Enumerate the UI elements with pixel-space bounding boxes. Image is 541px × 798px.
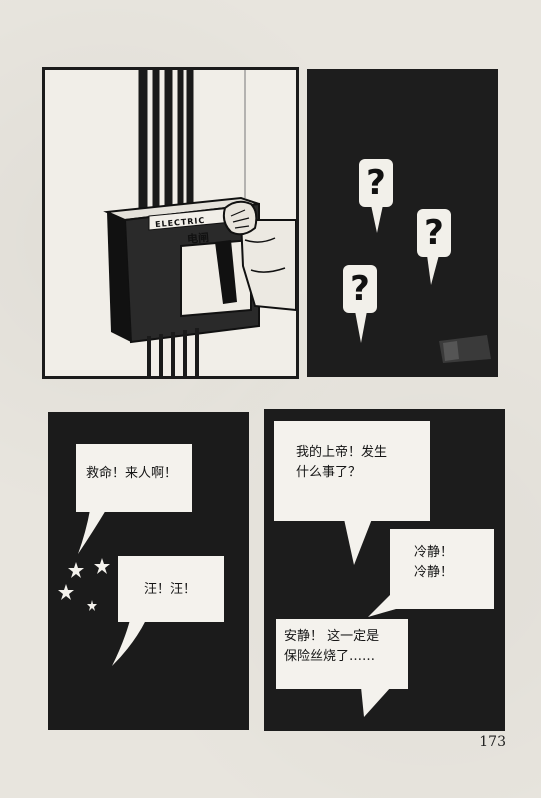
electric-box-illustration [103,70,296,376]
speech-bubble-fuse-line2: 保险丝烧了…… [284,649,376,664]
speech-bubble-bark: 汪！汪！ [118,556,224,622]
speech-bubble-god-tail [344,519,372,565]
speech-bubble-calm: 冷静！ 冷静！ [390,529,494,609]
dark-box-silhouette [439,335,491,363]
speech-bubble-fuse: 安静！ 这一定是 保险丝烧了…… [276,619,408,689]
speech-bubble-fuse-tail [360,677,400,717]
speech-bubble-god: 我的上帝！发生 什么事了？ [274,421,430,521]
question-bubble-2: ? [417,209,451,257]
page-number: 173 [479,734,506,750]
speech-bubble-help-tail [78,510,106,554]
speech-bubble-fuse-line1: 安静！ 这一定是 [284,629,380,644]
question-bubble-1: ? [359,159,393,207]
stars-decoration [58,558,110,611]
speech-bubble-help: 救命！来人啊！ [76,444,192,512]
panel-cries: 救命！来人啊！ 汪！汪！ [48,412,249,730]
panel-dialogue: 我的上帝！发生 什么事了？ 冷静！ 冷静！ 安静！ 这一定是 保险丝烧了…… [264,409,505,731]
speech-bubble-god-line2: 什么事了？ [296,465,362,480]
question-bubble-1-tail [371,205,383,233]
question-bubble-3-tail [355,311,367,343]
panel-electric-switch: ELECTRIC 电闸 [42,67,299,379]
speech-bubble-god-line1: 我的上帝！发生 [296,445,388,460]
speech-bubble-calm-tail [368,589,396,617]
switch-chinese-label: 电闸 [186,231,210,246]
speech-bubble-bark-tail [112,620,146,666]
panel-darkness: ? ? ? [307,69,498,377]
speech-bubble-calm-line2: 冷静！ [414,565,454,580]
question-bubble-3: ? [343,265,377,313]
question-bubble-2-tail [427,255,439,285]
speech-bubble-calm-line1: 冷静！ [414,545,454,560]
